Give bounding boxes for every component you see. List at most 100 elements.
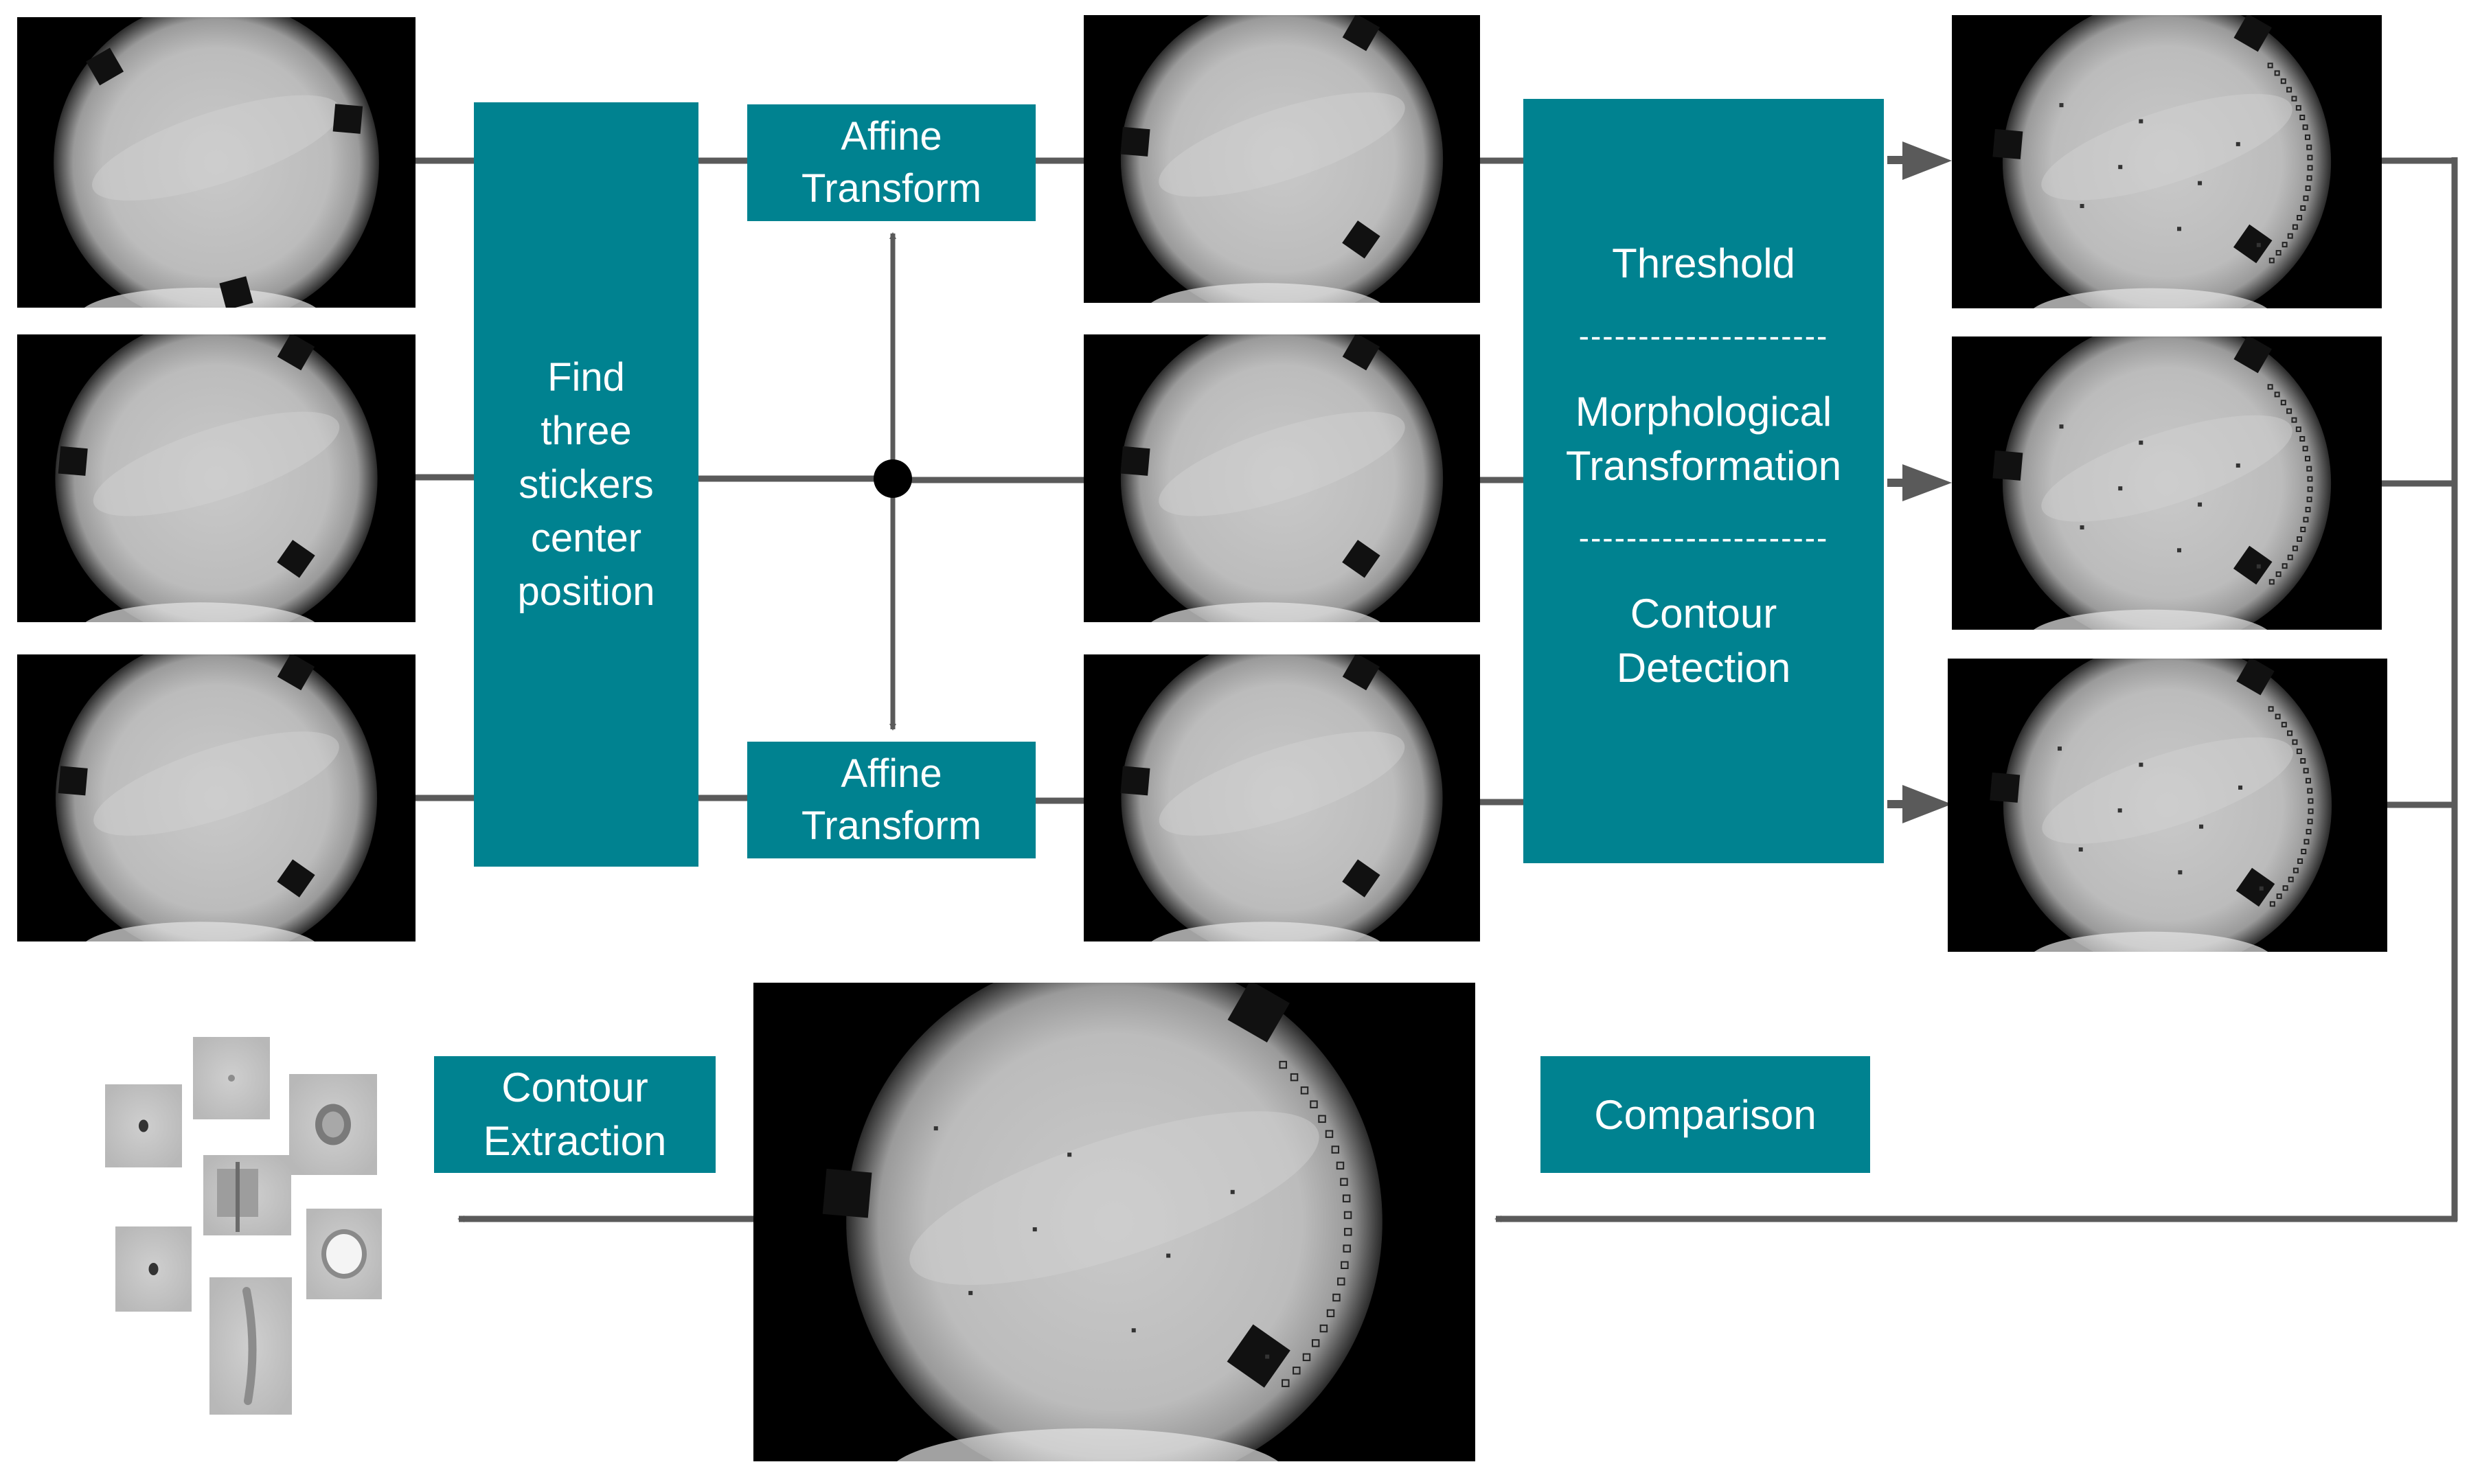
petri-dish bbox=[54, 17, 379, 308]
contour-box bbox=[933, 1126, 938, 1131]
contour-box bbox=[2198, 502, 2203, 507]
aligned-image-1 bbox=[1084, 15, 1480, 303]
affine-top-line-1: Affine bbox=[841, 114, 942, 159]
contour-box bbox=[1265, 1354, 1270, 1359]
sticker-marker bbox=[1992, 450, 2023, 481]
contour-box bbox=[2292, 224, 2298, 230]
contour-box bbox=[2292, 867, 2299, 874]
input-image-3 bbox=[17, 654, 416, 941]
contour-box bbox=[2117, 808, 2122, 813]
sticker-marker bbox=[822, 1168, 872, 1218]
contour-box bbox=[2281, 722, 2287, 728]
contour-box bbox=[2299, 115, 2306, 121]
contour-box bbox=[2267, 384, 2273, 390]
contour-box bbox=[1166, 1253, 1171, 1258]
sticker-marker bbox=[277, 859, 315, 898]
contour-box bbox=[2235, 463, 2240, 468]
contour-box bbox=[2287, 233, 2293, 239]
contour-box bbox=[2275, 571, 2282, 578]
contour-box bbox=[1341, 1261, 1349, 1270]
contour-box bbox=[1131, 1328, 1136, 1333]
processing-box: Threshold --------------------- Morpholo… bbox=[1523, 99, 1884, 863]
contour-box bbox=[1342, 1194, 1351, 1202]
contour-box bbox=[2295, 105, 2301, 111]
contour-box bbox=[1230, 1189, 1235, 1194]
sticker-marker bbox=[2235, 867, 2275, 907]
contour-box bbox=[2078, 847, 2083, 852]
contour-box bbox=[2302, 124, 2308, 130]
contour-box bbox=[2305, 185, 2311, 192]
extracted-contour-crops bbox=[105, 1037, 382, 1415]
contour-box bbox=[2307, 476, 2313, 482]
contour-box bbox=[1302, 1353, 1311, 1362]
contour-box bbox=[1310, 1100, 1318, 1108]
affine-bottom-line-1: Affine bbox=[841, 751, 942, 796]
contour-box bbox=[1332, 1293, 1341, 1302]
crop-bubble bbox=[306, 1209, 382, 1299]
contour-box bbox=[2307, 486, 2313, 492]
contour-box bbox=[2306, 496, 2312, 503]
contour-box bbox=[1319, 1324, 1328, 1333]
sticker-marker bbox=[277, 540, 315, 578]
contour-box bbox=[2291, 95, 2297, 102]
crop-small-dot bbox=[115, 1226, 192, 1312]
contour-box bbox=[1340, 1178, 1348, 1186]
arrow-to-result-2 bbox=[1902, 464, 1952, 501]
aligned-image-3 bbox=[1084, 654, 1480, 941]
contour-box bbox=[2287, 554, 2293, 560]
contour-box bbox=[2303, 195, 2309, 201]
contour-box bbox=[2267, 62, 2273, 69]
sticker-marker bbox=[1227, 1324, 1290, 1388]
contour-box bbox=[1279, 1060, 1287, 1069]
contour-box bbox=[2198, 181, 2203, 185]
contour-box bbox=[968, 1290, 973, 1295]
result-image-2 bbox=[1952, 336, 2382, 630]
contour-box bbox=[1318, 1115, 1326, 1123]
contour-box bbox=[2118, 165, 2123, 170]
contour-box bbox=[2177, 548, 2182, 553]
step-morph-line-1: Morphological bbox=[1575, 389, 1832, 435]
contour-box bbox=[2199, 824, 2204, 829]
contour-box bbox=[2304, 134, 2310, 140]
affine-top-line-2: Transform bbox=[801, 166, 982, 211]
contour-box bbox=[2300, 526, 2306, 532]
result-image-3 bbox=[1948, 659, 2387, 952]
contour-box bbox=[2291, 417, 2297, 423]
contour-box bbox=[2303, 838, 2310, 845]
sticker-marker bbox=[2233, 336, 2272, 374]
contour-box bbox=[2308, 808, 2314, 814]
contour-box bbox=[2256, 564, 2261, 569]
contour-box bbox=[2280, 78, 2286, 84]
step-contour-line-2: Detection bbox=[1616, 645, 1791, 691]
contour-box bbox=[2268, 579, 2275, 585]
sticker-marker bbox=[2233, 545, 2273, 585]
contour-box bbox=[2307, 819, 2313, 825]
aligned-image-2 bbox=[1084, 334, 1480, 622]
contour-box bbox=[1311, 1339, 1320, 1347]
contour-box bbox=[2297, 858, 2303, 864]
contour-box bbox=[2238, 785, 2243, 790]
contour-extraction-line-2: Extraction bbox=[483, 1118, 667, 1164]
contour-box bbox=[2299, 436, 2306, 442]
contour-box bbox=[2305, 777, 2311, 784]
input-image-2 bbox=[17, 334, 416, 622]
crop-dark-spot bbox=[105, 1084, 182, 1167]
contour-box bbox=[2080, 203, 2084, 208]
contour-box bbox=[2286, 87, 2292, 93]
contour-box bbox=[2304, 455, 2310, 461]
comparison-box: Comparison bbox=[1540, 1056, 1870, 1173]
contour-box bbox=[2118, 486, 2123, 491]
crop-ring bbox=[289, 1074, 377, 1175]
contour-box bbox=[2282, 242, 2288, 248]
sticker-marker bbox=[2233, 15, 2272, 52]
contour-box bbox=[2259, 886, 2264, 891]
contour-box bbox=[2292, 739, 2298, 745]
contour-box bbox=[2235, 141, 2240, 146]
contour-box bbox=[2274, 70, 2280, 76]
contour-box bbox=[2307, 788, 2313, 794]
find-line-1: Find bbox=[547, 354, 625, 400]
sticker-marker bbox=[2236, 659, 2275, 696]
contour-box bbox=[2139, 762, 2143, 767]
sticker-marker bbox=[1227, 983, 1290, 1043]
contour-box bbox=[2307, 165, 2313, 171]
